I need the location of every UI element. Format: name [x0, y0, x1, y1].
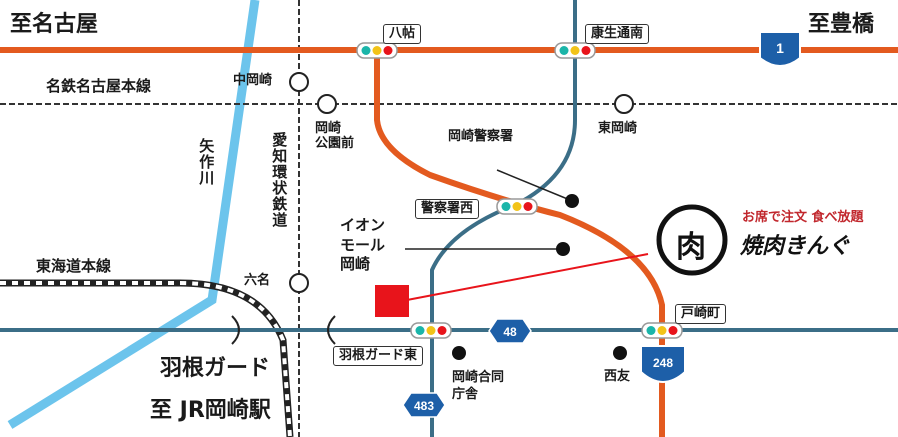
signal-hane-guard-higashi — [410, 322, 452, 339]
tokaido-line-base — [0, 279, 294, 437]
svg-text:1: 1 — [776, 40, 784, 56]
store-logo-ring — [656, 204, 728, 276]
label-mutsuna: 六名 — [244, 273, 271, 288]
route-248-shield: 248 — [640, 345, 686, 383]
intersection-keisatsushonishi: 警察署西 — [415, 199, 480, 219]
store-tagline: お席で注文 食べ放題 — [742, 210, 864, 225]
route-48-shield: 48 — [488, 318, 532, 344]
label-higashi-okazaki: 東岡崎 — [598, 121, 638, 136]
svg-text:248: 248 — [653, 356, 673, 370]
label-nakaokazaki: 中岡崎 — [233, 73, 273, 88]
station-okazaki-koenmae — [317, 94, 337, 114]
signal-keisatsushonishi — [496, 198, 538, 215]
store-marker — [375, 285, 409, 317]
route-483-shield: 483 — [402, 392, 446, 418]
hane-guard-mark-left — [231, 315, 240, 345]
station-nakaokazaki — [289, 72, 309, 92]
direction-toyohashi: 至豊橋 — [808, 12, 875, 37]
hane-guard-mark-right — [327, 315, 336, 345]
dot-godo-chosha — [452, 346, 466, 360]
label-nishitomo: 西友 — [604, 369, 631, 384]
label-hane-guard: 羽根ガード — [160, 356, 271, 381]
dot-nishitomo — [613, 346, 627, 360]
label-godo-chosha: 岡崎合同 庁舎 — [452, 370, 505, 402]
store-name: 焼肉きんぐ — [740, 234, 851, 259]
label-tokaido: 東海道本線 — [36, 257, 112, 275]
intersection-kouseitoorininami: 康生通南 — [585, 24, 650, 44]
label-okazaki-koenmae: 岡崎 公園前 — [315, 121, 355, 151]
direction-jr-okazaki: 至 JR岡崎駅 — [150, 398, 271, 423]
label-aeon: イオン モール 岡崎 — [340, 216, 386, 273]
signal-kouseitoorininami — [554, 42, 596, 59]
station-mutsuna — [289, 273, 309, 293]
dot-police — [565, 194, 579, 208]
yahagi-river — [7, 0, 260, 429]
intersection-hane-guard-higashi: 羽根ガード東 — [333, 346, 424, 366]
store-leader — [406, 253, 649, 301]
signal-tozakicho — [641, 322, 683, 339]
label-meitetsu: 名鉄名古屋本線 — [46, 77, 152, 95]
svg-text:483: 483 — [414, 399, 434, 413]
intersection-hacchou: 八帖 — [383, 24, 422, 44]
leader-police — [496, 169, 571, 201]
intersection-tozakicho: 戸崎町 — [675, 304, 727, 324]
signal-hacchou — [356, 42, 398, 59]
svg-text:48: 48 — [503, 325, 517, 339]
label-police: 岡崎警察署 — [448, 129, 514, 144]
station-higashi-okazaki — [614, 94, 634, 114]
direction-nagoya: 至名古屋 — [10, 12, 99, 37]
store-logo-kanji: 肉 — [676, 230, 706, 265]
route-1-shield: 1 — [759, 31, 801, 67]
dot-aeon — [556, 242, 570, 256]
label-aichi-kanjo: 愛知環状鉄道 — [270, 132, 289, 228]
label-yahagi-river: 矢作川 — [197, 138, 216, 186]
